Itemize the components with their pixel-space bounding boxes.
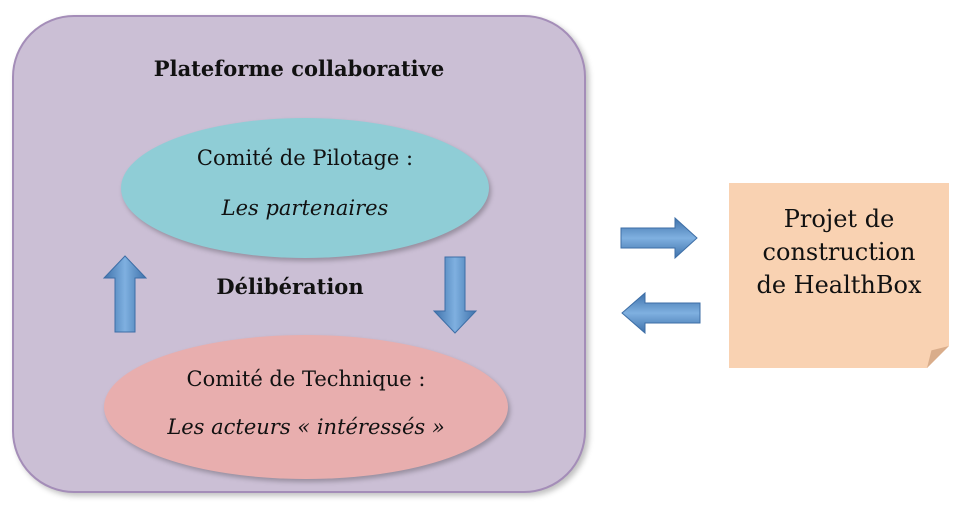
steering-committee-ellipse: Comité de Pilotage : Les partenaires [121,118,489,258]
project-line-3: de HealthBox [756,271,922,299]
project-line-1: Projet de [783,205,895,233]
healthbox-project-text: Projet de construction de HealthBox [729,203,949,302]
technical-committee-subtitle: Les acteurs « intéressés » [167,415,445,439]
technical-committee-ellipse: Comité de Technique : Les acteurs « inté… [104,335,508,479]
project-line-2: construction [762,238,916,266]
left-arrow-icon [621,291,701,335]
down-arrow-icon [432,256,478,334]
technical-committee-title: Comité de Technique : [186,367,426,391]
up-arrow-icon [102,255,148,333]
steering-committee-subtitle: Les partenaires [221,196,389,220]
healthbox-project-note [729,183,949,368]
right-arrow-icon [620,216,698,260]
steering-committee-title: Comité de Pilotage : [196,146,414,170]
platform-title: Plateforme collaborative [153,56,445,81]
deliberation-label: Délibération [216,274,364,299]
